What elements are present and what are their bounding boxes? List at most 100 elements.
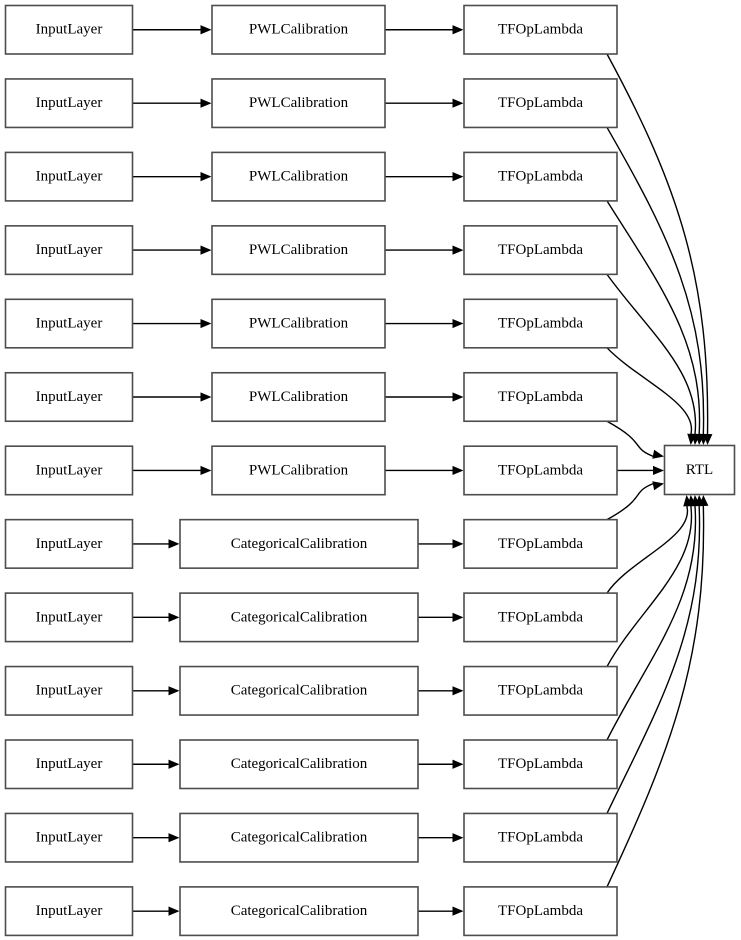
node-calibration-label: PWLCalibration [249, 315, 349, 331]
edge-arrowhead-calibration [168, 906, 180, 916]
node-calibration-label: CategoricalCalibration [231, 903, 368, 919]
edge-arrowhead-calibration [168, 539, 180, 549]
node-tfoplambda[interactable] [463, 445, 618, 496]
edge-lambda-to-rtl [606, 504, 693, 667]
node-calibration-label: CategoricalCalibration [231, 756, 368, 772]
node-tfoplambda-label: TFOpLambda [498, 462, 583, 478]
node-input-layer[interactable] [4, 592, 134, 643]
node-input-layer-label: InputLayer [36, 22, 103, 38]
node-input-layer[interactable] [4, 371, 134, 423]
edge-lambda-to-rtl [606, 273, 697, 436]
edge-lambda-to-rtl [606, 347, 693, 436]
node-tfoplambda[interactable] [463, 518, 618, 569]
node-calibration[interactable] [211, 4, 386, 55]
edge-lambda-to-rtl [606, 482, 654, 521]
node-rtl-output[interactable] [663, 444, 736, 496]
node-tfoplambda[interactable] [463, 886, 618, 937]
edge-lambda-to-rtl [606, 504, 697, 741]
node-input-layer-label: InputLayer [36, 242, 103, 258]
node-tfoplambda-label: TFOpLambda [498, 315, 583, 331]
node-input-layer[interactable] [4, 225, 134, 276]
edge-arrowhead-rtl [687, 433, 697, 445]
edge-arrowhead-calibration [168, 686, 180, 696]
node-input-layer[interactable] [4, 4, 134, 55]
edge-arrowhead-calibration [200, 392, 212, 402]
node-calibration[interactable] [211, 225, 386, 276]
node-calibration-label: PWLCalibration [249, 242, 349, 258]
node-input-layer[interactable] [4, 665, 134, 716]
node-tfoplambda-label: TFOpLambda [498, 683, 583, 699]
node-calibration-label: PWLCalibration [249, 462, 349, 478]
node-tfoplambda[interactable] [463, 151, 618, 202]
node-input-layer[interactable] [4, 518, 134, 569]
node-calibration-label: CategoricalCalibration [231, 683, 368, 699]
node-tfoplambda-label: TFOpLambda [498, 95, 583, 111]
node-calibration[interactable] [179, 812, 419, 863]
edge-lambda-to-rtl [606, 504, 689, 594]
node-calibration-label: PWLCalibration [249, 95, 349, 111]
node-calibration-label: PWLCalibration [249, 22, 349, 38]
node-tfoplambda[interactable] [463, 225, 618, 276]
edge-arrowhead-rtl [652, 481, 664, 491]
edge-arrowhead-rtl [653, 465, 664, 476]
edges-layer [132, 25, 713, 916]
edge-arrowhead-calibration [200, 98, 212, 108]
node-calibration-label: PWLCalibration [249, 169, 349, 185]
edge-arrowhead-calibration [168, 833, 180, 843]
edge-arrowhead-lambda [452, 686, 464, 696]
node-tfoplambda[interactable] [463, 78, 618, 129]
node-tfoplambda[interactable] [463, 4, 618, 55]
node-input-layer-label: InputLayer [36, 95, 103, 111]
node-input-layer-label: InputLayer [36, 536, 103, 552]
node-input-layer[interactable] [4, 151, 134, 202]
node-calibration[interactable] [211, 371, 386, 423]
node-input-layer[interactable] [4, 812, 134, 863]
edge-arrowhead-lambda [452, 465, 464, 476]
edge-lambda-to-rtl [606, 504, 701, 814]
node-input-layer-label: InputLayer [36, 830, 103, 846]
node-calibration[interactable] [211, 445, 386, 496]
edge-arrowhead-lambda [452, 318, 464, 329]
node-calibration[interactable] [211, 298, 386, 349]
edge-arrowhead-calibration [200, 318, 212, 329]
edge-arrowhead-lambda [452, 759, 464, 769]
node-input-layer[interactable] [4, 78, 134, 129]
node-input-layer-label: InputLayer [36, 315, 103, 331]
node-calibration[interactable] [179, 518, 419, 569]
edge-arrowhead-calibration [168, 612, 180, 622]
node-input-layer[interactable] [4, 886, 134, 937]
node-input-layer[interactable] [4, 445, 134, 496]
node-calibration-label: CategoricalCalibration [231, 536, 368, 552]
node-tfoplambda[interactable] [463, 665, 618, 716]
node-calibration[interactable] [211, 151, 386, 202]
edge-arrowhead-calibration [200, 465, 212, 476]
node-tfoplambda[interactable] [463, 298, 618, 349]
edge-arrowhead-lambda [452, 245, 464, 255]
node-calibration[interactable] [179, 665, 419, 716]
node-tfoplambda-label: TFOpLambda [498, 242, 583, 258]
edge-arrowhead-lambda [452, 612, 464, 622]
node-tfoplambda-label: TFOpLambda [498, 830, 583, 846]
node-calibration[interactable] [179, 739, 419, 790]
node-calibration[interactable] [211, 78, 386, 129]
node-calibration[interactable] [179, 886, 419, 937]
edge-arrowhead-lambda [452, 539, 464, 549]
node-tfoplambda-label: TFOpLambda [498, 756, 583, 772]
node-tfoplambda-label: TFOpLambda [498, 609, 583, 625]
node-calibration[interactable] [179, 592, 419, 643]
edge-arrowhead-calibration [168, 759, 180, 769]
node-input-layer[interactable] [4, 298, 134, 349]
node-input-layer-label: InputLayer [36, 683, 103, 699]
edge-lambda-to-rtl [606, 420, 654, 458]
node-tfoplambda[interactable] [463, 812, 618, 863]
node-tfoplambda-label: TFOpLambda [498, 169, 583, 185]
node-input-layer[interactable] [4, 739, 134, 790]
node-tfoplambda-label: TFOpLambda [498, 903, 583, 919]
node-tfoplambda[interactable] [463, 739, 618, 790]
node-input-layer-label: InputLayer [36, 389, 103, 405]
node-tfoplambda[interactable] [463, 592, 618, 643]
edge-lambda-to-rtl [606, 53, 709, 436]
node-tfoplambda[interactable] [463, 371, 618, 423]
